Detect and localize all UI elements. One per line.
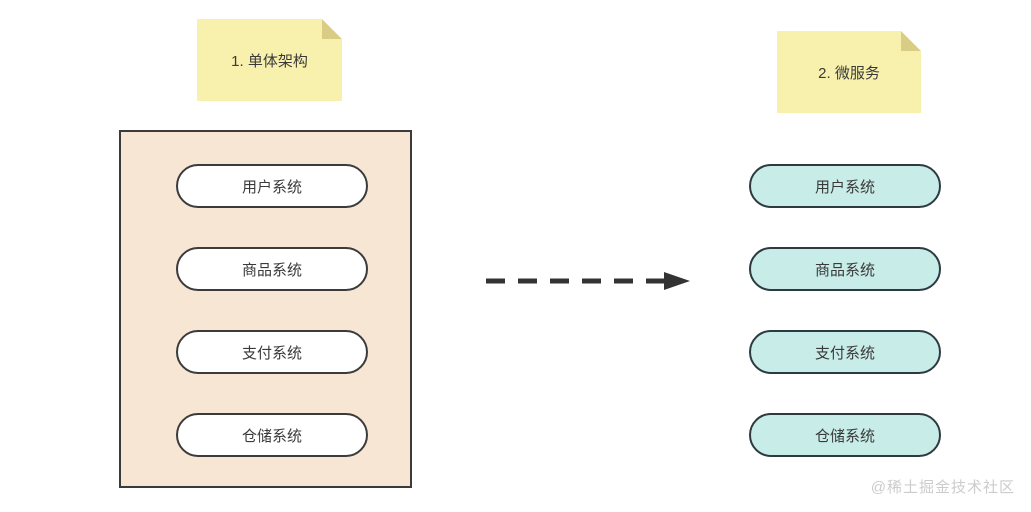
module-pill-warehouse: 仓储系统 bbox=[176, 413, 368, 457]
microservices-note-label: 2. 微服务 bbox=[818, 64, 880, 82]
dashed-arrow-icon bbox=[480, 269, 695, 293]
service-pill-user: 用户系统 bbox=[749, 164, 941, 208]
module-pill-payment: 支付系统 bbox=[176, 330, 368, 374]
service-label: 支付系统 bbox=[814, 344, 875, 362]
service-pill-product: 商品系统 bbox=[749, 247, 941, 291]
module-label: 商品系统 bbox=[241, 261, 302, 279]
module-pill-user: 用户系统 bbox=[176, 164, 368, 208]
sticky-note-microservices: 2. 微服务 bbox=[777, 31, 921, 113]
note-fold-corner-icon bbox=[901, 31, 921, 51]
note-fold-corner-icon bbox=[322, 19, 342, 39]
module-label: 支付系统 bbox=[241, 344, 302, 362]
service-pill-payment: 支付系统 bbox=[749, 330, 941, 374]
monolith-note-label: 1. 单体架构 bbox=[231, 52, 308, 70]
monolith-container: 用户系统 商品系统 支付系统 仓储系统 bbox=[119, 130, 412, 488]
module-pill-product: 商品系统 bbox=[176, 247, 368, 291]
service-label: 用户系统 bbox=[814, 178, 875, 196]
service-label: 商品系统 bbox=[814, 261, 875, 279]
module-label: 仓储系统 bbox=[241, 427, 302, 445]
sticky-note-monolith: 1. 单体架构 bbox=[197, 19, 342, 101]
watermark: @稀土掘金技术社区 bbox=[870, 479, 1015, 496]
module-label: 用户系统 bbox=[241, 178, 302, 196]
service-label: 仓储系统 bbox=[814, 427, 875, 445]
service-pill-warehouse: 仓储系统 bbox=[749, 413, 941, 457]
